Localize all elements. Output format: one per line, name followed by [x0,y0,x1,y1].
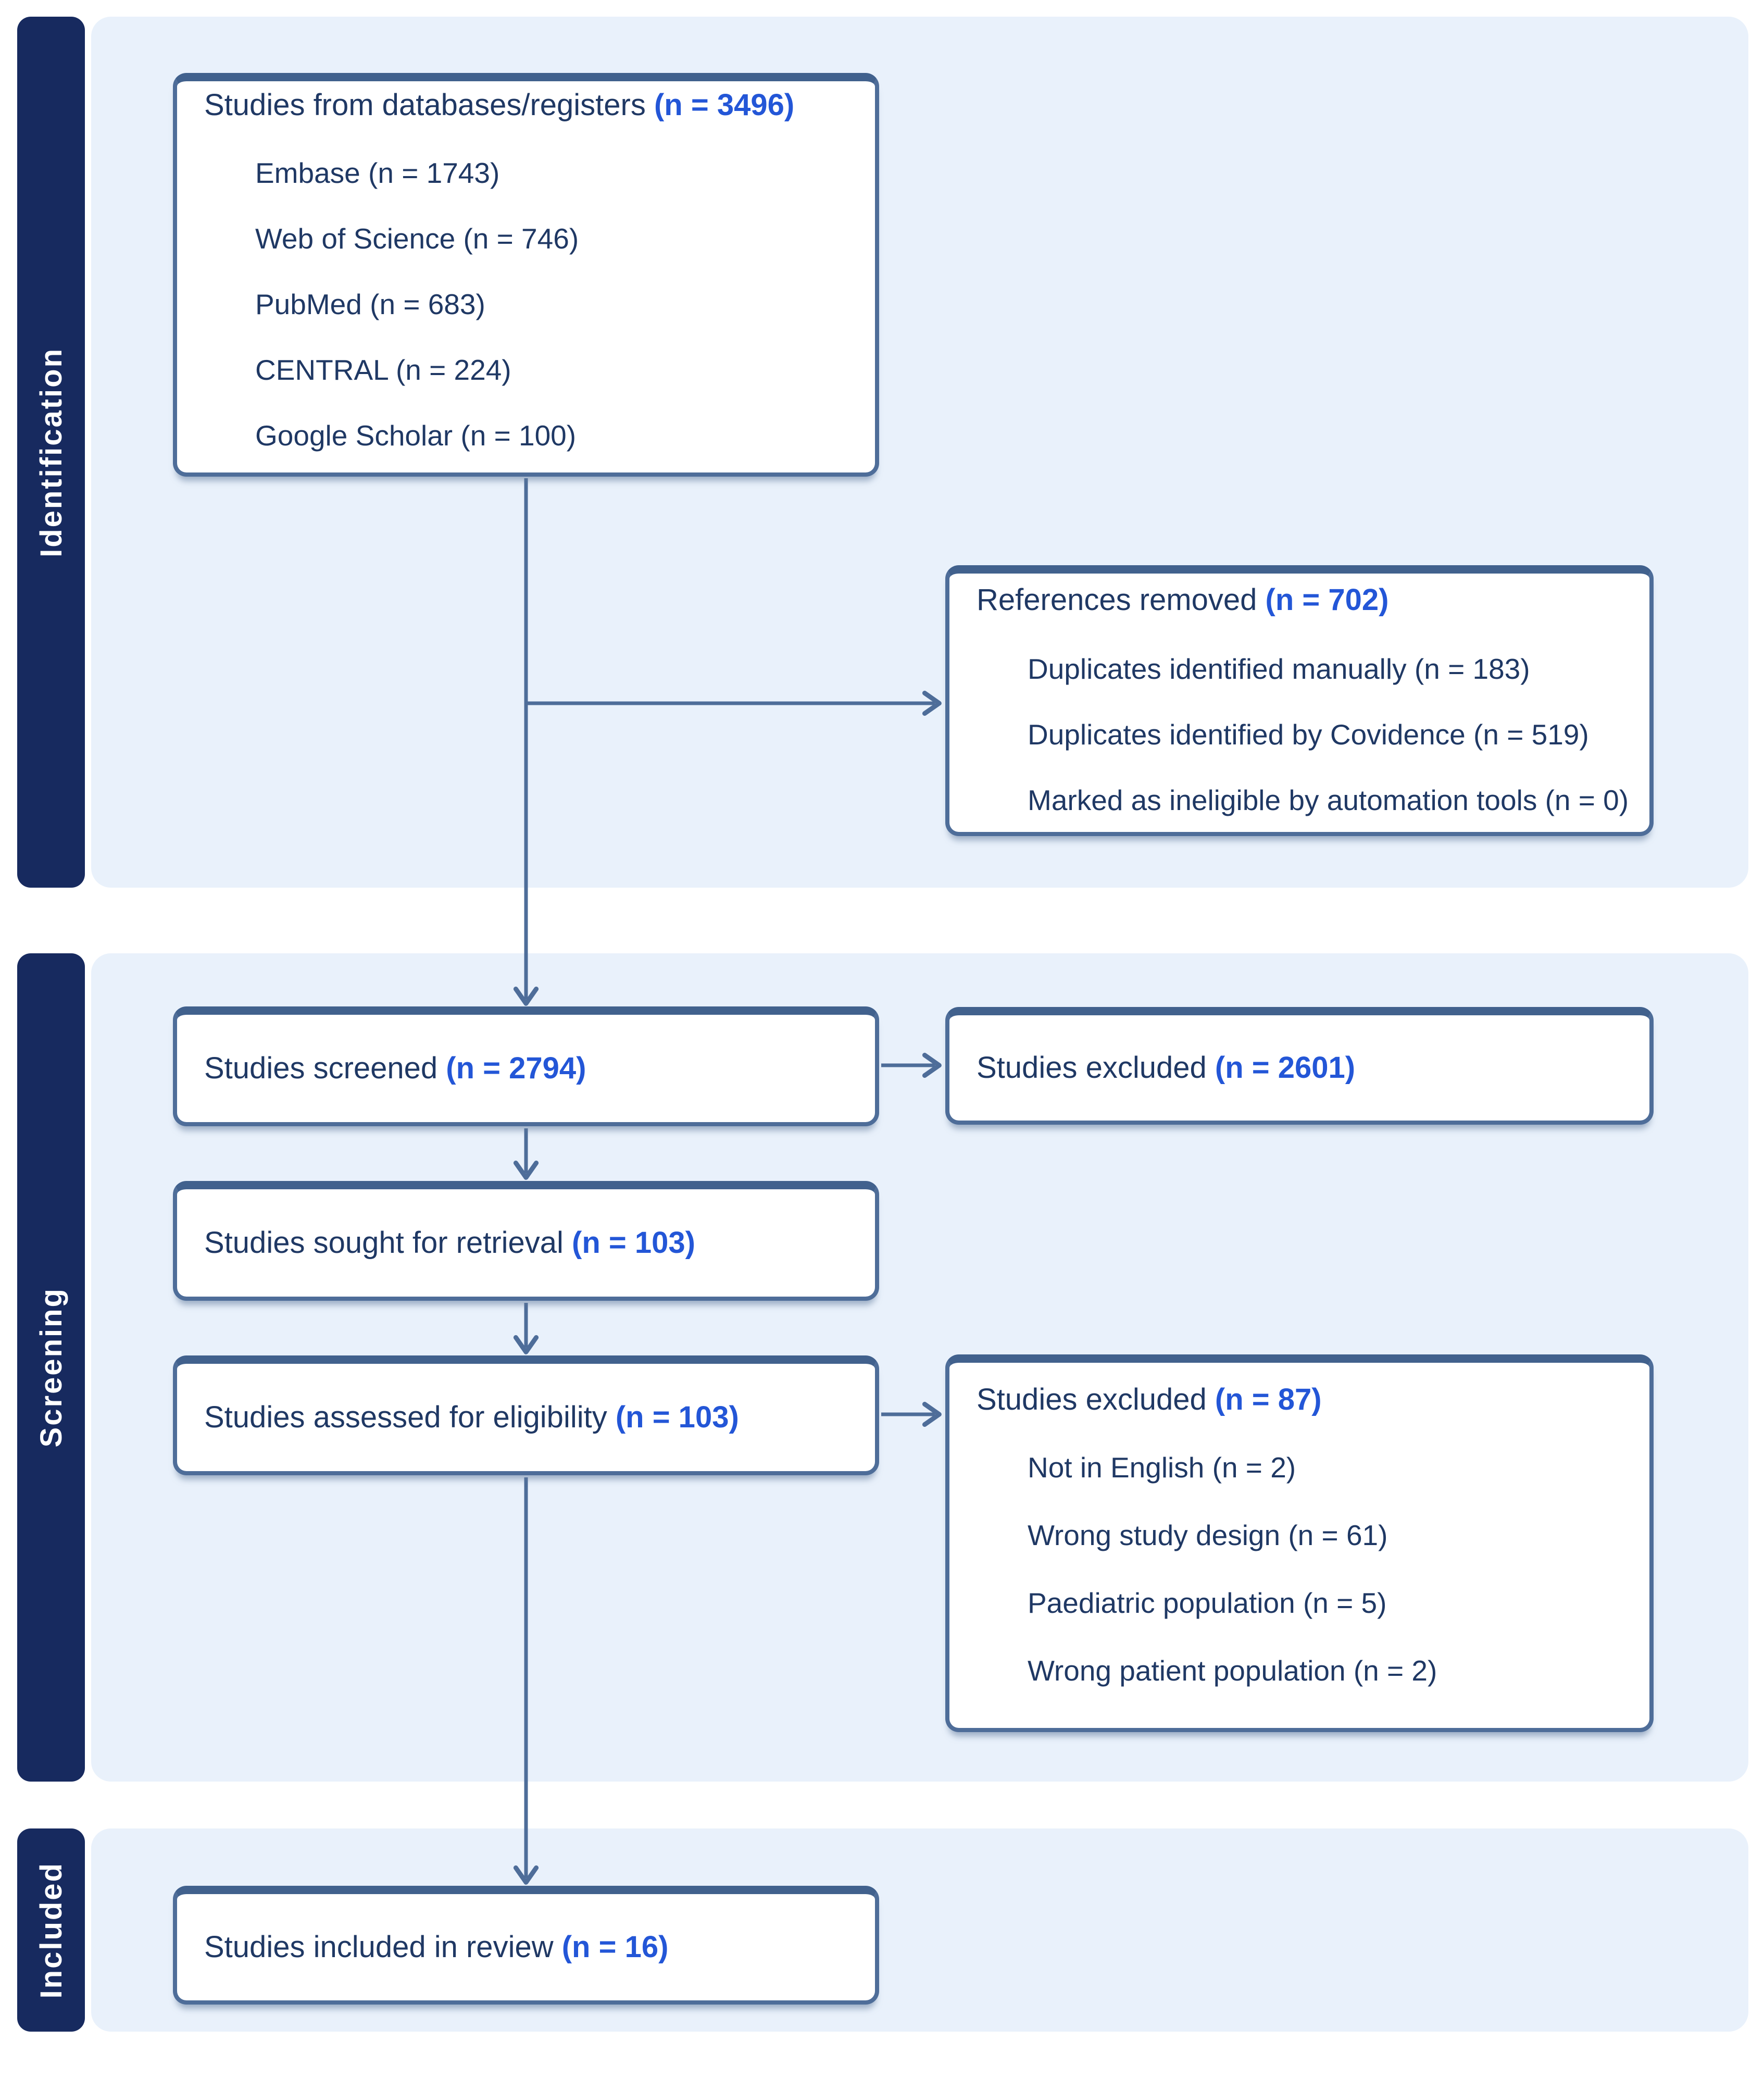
box-studies-assessed-eligibility: Studies assessed for eligibility (n = 10… [173,1355,879,1475]
title-text: Studies included in review [204,1930,554,1964]
title-text: Studies excluded [977,1051,1207,1085]
list-item: Duplicates identified manually (n = 183) [1028,653,1530,685]
box-title: Studies from databases/registers (n = 34… [177,87,875,123]
box-title: Studies assessed for eligibility (n = 10… [177,1399,739,1436]
list-item: PubMed (n = 683) [255,288,485,320]
sidebar-stage-included: Included [17,1828,85,2032]
sidebar-stage-screening: Screening [17,953,85,1782]
title-text: Studies excluded [977,1383,1207,1416]
count-badge: (n = 16) [561,1930,669,1964]
count-badge: (n = 2794) [446,1051,586,1085]
list-item: Wrong study design (n = 61) [1028,1519,1388,1551]
title-text: Studies assessed for eligibility [204,1400,607,1434]
box-studies-excluded-eligibility: Studies excluded (n = 87) Not in English… [945,1354,1654,1732]
box-references-removed: References removed (n = 702) Duplicates … [945,565,1654,836]
count-badge: (n = 3496) [654,88,795,122]
count-badge: (n = 103) [572,1226,695,1260]
title-text: References removed [977,583,1257,617]
title-text: Studies screened [204,1051,438,1085]
removal-reason-list: Duplicates identified manually (n = 183)… [949,636,1649,833]
box-studies-excluded-screening: Studies excluded (n = 2601) [945,1007,1654,1125]
exclusion-reason-list: Not in English (n = 2) Wrong study desig… [949,1434,1649,1704]
list-item: Marked as ineligible by automation tools… [1028,784,1629,816]
box-studies-sought-retrieval: Studies sought for retrieval (n = 103) [173,1181,879,1301]
box-title: Studies included in review (n = 16) [177,1929,668,1965]
count-badge: (n = 87) [1215,1383,1322,1416]
list-item: Not in English (n = 2) [1028,1451,1296,1484]
count-badge: (n = 2601) [1215,1051,1356,1085]
list-item: Wrong patient population (n = 2) [1028,1654,1437,1687]
stage-label-identification: Identification [34,347,68,557]
box-studies-screened: Studies screened (n = 2794) [173,1006,879,1126]
box-studies-from-databases: Studies from databases/registers (n = 34… [173,73,879,477]
box-studies-included: Studies included in review (n = 16) [173,1886,879,2005]
title-text: Studies from databases/registers [204,88,646,122]
list-item: Web of Science (n = 746) [255,222,579,255]
count-badge: (n = 103) [615,1400,739,1434]
list-item: Paediatric population (n = 5) [1028,1587,1387,1619]
box-title: Studies excluded (n = 2601) [949,1050,1355,1086]
count-badge: (n = 702) [1265,583,1389,617]
title-text: Studies sought for retrieval [204,1226,564,1260]
list-item: Embase (n = 1743) [255,157,500,189]
stage-label-included: Included [34,1861,68,1999]
box-title: References removed (n = 702) [949,582,1649,618]
box-title: Studies screened (n = 2794) [177,1050,586,1087]
list-item: CENTRAL (n = 224) [255,354,511,386]
box-title: Studies sought for retrieval (n = 103) [177,1225,695,1261]
stage-label-screening: Screening [34,1287,68,1448]
list-item: Google Scholar (n = 100) [255,419,577,452]
database-source-list: Embase (n = 1743) Web of Science (n = 74… [177,140,875,468]
sidebar-stage-identification: Identification [17,17,85,888]
box-title: Studies excluded (n = 87) [949,1382,1649,1418]
list-item: Duplicates identified by Covidence (n = … [1028,718,1589,751]
